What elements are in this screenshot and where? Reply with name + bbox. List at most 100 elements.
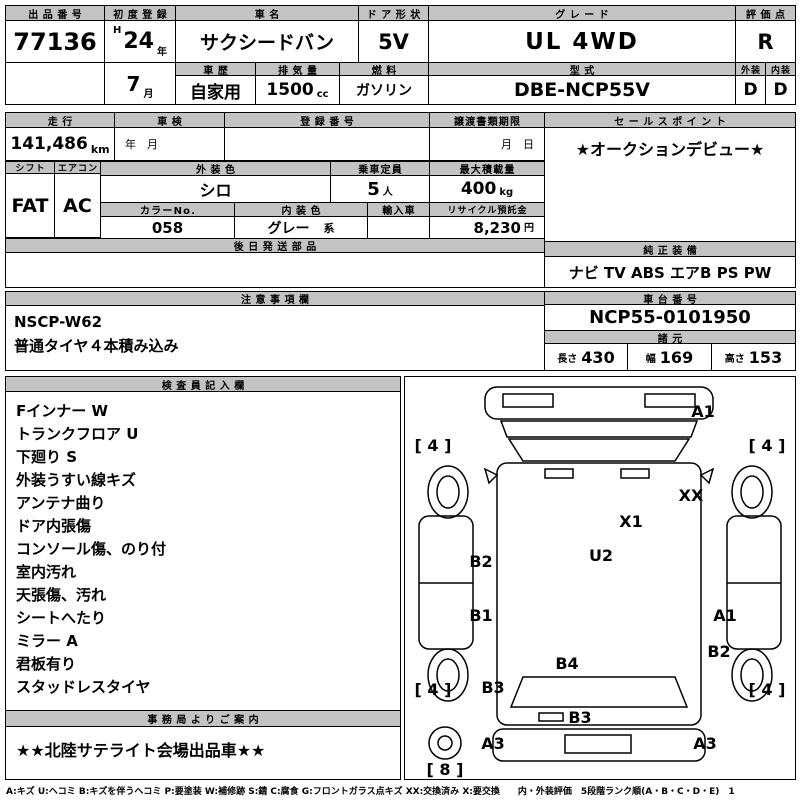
equipment-value: ナビ TV ABS エアB PS PW bbox=[544, 256, 796, 288]
capacity-header: 乗車定員 bbox=[330, 161, 430, 176]
displacement-unit: cc bbox=[316, 89, 329, 100]
rear-window bbox=[509, 676, 689, 708]
right-mirror bbox=[699, 467, 715, 485]
month-unit: 月 bbox=[143, 89, 154, 100]
office-header: 事務局よりご案内 bbox=[5, 710, 401, 727]
damage-marker-X1: X1 bbox=[619, 512, 642, 531]
recycle-unit: 円 bbox=[524, 223, 534, 234]
payload-number: 400 bbox=[460, 179, 497, 199]
import-header: 輸入車 bbox=[367, 202, 430, 217]
mileage-header: 走行 bbox=[5, 112, 115, 128]
dimensions-header: 諸元 bbox=[544, 330, 796, 344]
damage-marker-A1: A1 bbox=[713, 606, 737, 625]
door-shape-header: ドア形状 bbox=[358, 5, 429, 21]
width-cell: 幅 169 bbox=[627, 343, 712, 371]
car-history-value: 自家用 bbox=[175, 75, 256, 105]
lot-number-value: 77136 bbox=[5, 20, 105, 63]
year-unit: 年 bbox=[157, 47, 167, 58]
displacement-value: 1500 cc bbox=[255, 75, 340, 105]
payload-header: 最大積載量 bbox=[429, 161, 545, 176]
width-label: 幅 bbox=[645, 353, 656, 365]
color-number-value: 058 bbox=[100, 216, 235, 239]
displacement-header: 排気量 bbox=[255, 62, 340, 76]
damage-marker-B1: B1 bbox=[469, 606, 492, 625]
damage-marker-A3: A3 bbox=[481, 734, 505, 753]
rear-left-rim bbox=[436, 658, 460, 692]
payload-unit: kg bbox=[499, 187, 514, 198]
era-prefix: H bbox=[113, 25, 122, 36]
length-label: 長さ bbox=[557, 353, 578, 365]
first-registration-year: H 24 年 bbox=[104, 20, 176, 63]
door-shape-value: 5V bbox=[358, 20, 429, 63]
shaken-value: 年 月 bbox=[114, 127, 225, 161]
spare-tire bbox=[428, 726, 462, 760]
grade-value: UL 4WD bbox=[428, 20, 736, 63]
damage-marker-U2: U2 bbox=[589, 546, 613, 565]
shaken-header: 車検 bbox=[114, 112, 225, 128]
transfer-deadline-header: 譲渡書類期限 bbox=[429, 112, 545, 128]
list-line: アンテナ曲り bbox=[16, 494, 106, 512]
length-cell: 長さ 430 bbox=[544, 343, 628, 371]
recycle-number: 8,230 bbox=[473, 218, 521, 237]
blank-cell bbox=[5, 62, 105, 105]
chassis-number-header: 車台番号 bbox=[544, 291, 796, 305]
interior-color-header: 内装色 bbox=[234, 202, 368, 217]
rear-wiper bbox=[538, 712, 564, 722]
sales-point-value: ★オークションデビュー★ bbox=[544, 127, 796, 242]
list-line: 外装うすい線キズ bbox=[16, 471, 137, 489]
exterior-grade-header: 外装 bbox=[735, 62, 766, 76]
hood bbox=[499, 420, 699, 438]
later-parts-value bbox=[5, 252, 545, 288]
interior-grade-value: D bbox=[765, 75, 796, 105]
model-code-value: DBE-NCP55V bbox=[428, 75, 736, 105]
displacement-number: 1500 bbox=[266, 80, 314, 100]
recycle-deposit-header: リサイクル預託金 bbox=[429, 202, 545, 217]
score-value: R bbox=[735, 20, 796, 63]
rear-left-wheel bbox=[427, 648, 469, 702]
car-name-header: 車名 bbox=[175, 5, 359, 21]
interior-color-value: グレー 系 bbox=[234, 216, 368, 239]
ac-value: AC bbox=[54, 173, 101, 238]
grade-header: グレード bbox=[428, 5, 736, 21]
lot-number-header: 出品番号 bbox=[5, 5, 105, 21]
capacity-value: 5 人 bbox=[330, 175, 430, 203]
damage-marker-4: [ 4 ] bbox=[749, 436, 786, 455]
height-cell: 高さ 153 bbox=[711, 343, 796, 371]
mileage-value: 141,486 km bbox=[5, 127, 115, 161]
front-bumper bbox=[484, 386, 714, 420]
fuel-header: 燃料 bbox=[339, 62, 429, 76]
roof-detail-right bbox=[620, 468, 650, 479]
rear-bumper bbox=[492, 728, 706, 762]
headlight-right bbox=[644, 393, 696, 408]
list-line: コンソール傷、のり付 bbox=[16, 540, 167, 558]
first-registration-header: 初度登録 bbox=[104, 5, 176, 21]
damage-marker-XX: XX bbox=[679, 486, 704, 505]
front-right-wheel bbox=[731, 465, 773, 519]
list-line: ドア内張傷 bbox=[16, 517, 92, 535]
payload-value: 400 kg bbox=[429, 175, 545, 203]
exterior-color-header: 外装色 bbox=[100, 161, 331, 176]
license-plate bbox=[564, 734, 632, 754]
damage-marker-B2: B2 bbox=[707, 642, 730, 661]
capacity-number: 5 bbox=[367, 178, 380, 200]
list-line: NSCP-W62 bbox=[14, 313, 103, 331]
interior-color-suffix: 系 bbox=[323, 221, 335, 235]
list-line: 君板有り bbox=[16, 655, 77, 673]
damage-marker-B2: B2 bbox=[469, 552, 492, 571]
model-code-header: 型式 bbox=[428, 62, 736, 76]
score-header: 評価点 bbox=[735, 5, 796, 21]
damage-marker-B3: B3 bbox=[481, 678, 504, 697]
list-line: 下廻り S bbox=[16, 448, 78, 466]
front-left-rim bbox=[436, 475, 460, 509]
list-line: 室内汚れ bbox=[16, 563, 77, 581]
damage-marker-B3: B3 bbox=[568, 708, 591, 727]
transfer-deadline-value: 月 日 bbox=[429, 127, 545, 161]
first-registration-month: 7 月 bbox=[104, 62, 176, 105]
reg-month: 7 bbox=[126, 71, 141, 96]
damage-marker-A3: A3 bbox=[693, 734, 717, 753]
damage-marker-B4: B4 bbox=[555, 654, 578, 673]
